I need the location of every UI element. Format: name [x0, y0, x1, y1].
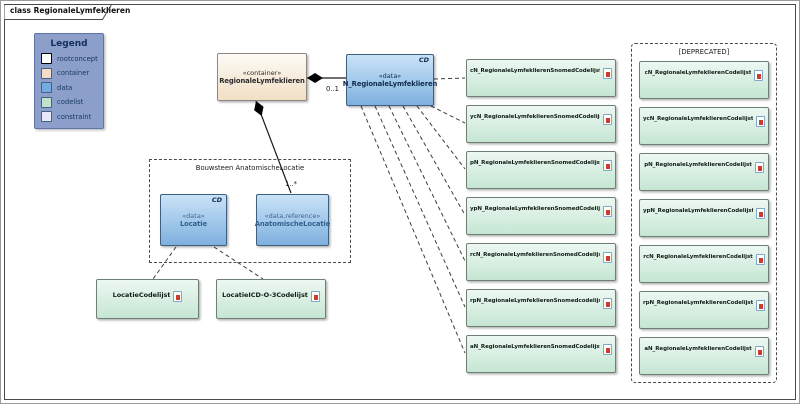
cd-tag: CD	[418, 56, 429, 64]
group-deprecated: [DEPRECATED]	[631, 43, 777, 383]
stereotype-label: «data»	[378, 72, 402, 80]
codelist-locatieicd-o-3codelijst[interactable]: LocatieICD-O-3Codelijst	[216, 279, 326, 319]
codelist-document-icon	[756, 116, 765, 127]
codelist-swatch	[41, 96, 52, 108]
codelist-ycn-deprecated[interactable]: ycN_RegionaleLymfeklierenCodelijst	[639, 107, 769, 145]
codelist-document-icon	[173, 291, 183, 302]
codelist-name: ypN_RegionaleLymfeklierenSnomedCodelijst	[470, 206, 600, 212]
codelist-name: cN_RegionaleLymfeklierenSnomedCodelijst	[470, 68, 600, 74]
legend-item-label: data	[57, 83, 73, 92]
codelist-rcn-deprecated[interactable]: rcN_RegionaleLymfeklierenCodelijst	[639, 245, 769, 283]
stereotype-label: «data,reference»	[264, 212, 321, 220]
codelist-cn-snomed[interactable]: cN_RegionaleLymfeklierenSnomedCodelijst	[466, 59, 616, 97]
node-locatie[interactable]: CD «data» Locatie	[160, 194, 227, 246]
codelist-document-icon	[603, 344, 612, 355]
codelist-name: cN_RegionaleLymfeklierenCodelijst	[644, 70, 752, 76]
codelist-name: ycN_RegionaleLymfeklierenCodelijst	[643, 116, 753, 122]
codelist-document-icon	[603, 68, 612, 79]
legend-item-label: codelist	[57, 98, 84, 106]
codelist-ypn-deprecated[interactable]: ypN_RegionaleLymfeklierenCodelijst	[639, 199, 769, 237]
codelist-rpn-snomed[interactable]: rpN_RegionaleLymfeklierenSnomedcodelijst	[466, 289, 616, 327]
codelist-document-icon	[754, 162, 764, 173]
stereotype-label: «data»	[182, 212, 205, 220]
legend-item-label: container	[57, 69, 90, 77]
codelist-document-icon	[754, 70, 764, 81]
codelist-name: rcN_RegionaleLymfeklierenCodelijst	[643, 254, 753, 260]
codelist-ycn-snomed[interactable]: ycN_RegionaleLymfeklierenSnomedCodelijst	[466, 105, 616, 143]
codelist-name: LocatieCodelijst	[112, 291, 171, 299]
legend-item-rootconcept: rootconcept	[41, 53, 103, 64]
rootconcept-swatch	[41, 53, 52, 64]
frame-title: class RegionaleLymfeklieren	[10, 6, 131, 15]
group-title: Bouwsteen AnatomischeLocatie	[195, 164, 305, 172]
codelist-document-icon	[603, 114, 612, 125]
node-anatomischelocatie[interactable]: «data,reference» AnatomischeLocatie	[254, 194, 331, 246]
cd-tag: CD	[211, 196, 222, 204]
legend-item-data: data	[41, 82, 103, 93]
codelist-an-deprecated[interactable]: aN_RegionaleLymfeklierenCodelijst	[639, 337, 769, 375]
codelist-name: aN_RegionaleLymfeklierenCodelijst	[644, 346, 752, 352]
codelist-pn-snomed[interactable]: pN_RegionaleLymfeklierenSnomedCodelijst	[466, 151, 616, 189]
constraint-swatch	[41, 111, 52, 122]
codelist-name: pN_RegionaleLymfeklierenSnomedCodelijst	[470, 160, 600, 166]
codelist-document-icon	[603, 206, 612, 217]
group-title: [DEPRECATED]	[678, 48, 730, 56]
legend-item-constraint: constraint	[41, 111, 103, 122]
codelist-document-icon	[310, 291, 320, 302]
node-regionalelymfeklieren-container[interactable]: «container» RegionaleLymfeklieren	[217, 53, 307, 101]
multiplicity-label-anatomische: 1..*	[285, 180, 298, 188]
legend-item-label: rootconcept	[57, 54, 98, 63]
codelist-document-icon	[603, 252, 612, 263]
legend: Legend rootconcept container data codeli…	[34, 33, 104, 129]
codelist-document-icon	[756, 300, 765, 311]
node-name: Locatie	[179, 220, 208, 228]
codelist-an-snomed[interactable]: aN_RegionaleLymfeklierenSnomedCodelijst	[466, 335, 616, 373]
codelist-locatiecodelijst[interactable]: LocatieCodelijst	[96, 279, 199, 319]
codelist-name: LocatieICD-O-3Codelijst	[222, 291, 308, 299]
codelist-name: ycN_RegionaleLymfeklierenSnomedCodelijst	[470, 114, 600, 120]
node-name: N_RegionaleLymfeklieren	[342, 80, 438, 88]
legend-item-label: constraint	[57, 112, 92, 121]
codelist-document-icon	[756, 208, 765, 219]
codelist-document-icon	[603, 160, 612, 171]
diagram-frame	[4, 4, 796, 400]
codelist-cn-deprecated[interactable]: cN_RegionaleLymfeklierenCodelijst	[639, 61, 769, 99]
codelist-name: rpN_RegionaleLymfeklierenCodelijst	[643, 300, 753, 306]
codelist-name: aN_RegionaleLymfeklierenSnomedCodelijst	[470, 344, 600, 350]
codelist-document-icon	[754, 346, 764, 357]
legend-title: Legend	[50, 39, 88, 49]
multiplicity-label-n: 0..1	[326, 85, 339, 93]
codelist-document-icon	[603, 298, 612, 309]
codelist-ypn-snomed[interactable]: ypN_RegionaleLymfeklierenSnomedCodelijst	[466, 197, 616, 235]
container-swatch	[41, 67, 52, 79]
codelist-name: rpN_RegionaleLymfeklierenSnomedcodelijst	[470, 298, 600, 304]
codelist-rcn-snomed[interactable]: rcN_RegionaleLymfeklierenSnomedCodelijst	[466, 243, 616, 281]
codelist-pn-deprecated[interactable]: pN_RegionaleLymfeklierenCodelijst	[639, 153, 769, 191]
codelist-rpn-deprecated[interactable]: rpN_RegionaleLymfeklierenCodelijst	[639, 291, 769, 329]
data-swatch	[41, 82, 52, 93]
legend-item-container: container	[41, 67, 103, 79]
codelist-document-icon	[755, 254, 765, 265]
node-name: AnatomischeLocatie	[254, 220, 331, 228]
stereotype-label: «container»	[242, 69, 282, 77]
codelist-name: rcN_RegionaleLymfeklierenSnomedCodelijst	[470, 252, 600, 258]
codelist-name: pN_RegionaleLymfeklierenCodelijst	[644, 162, 752, 168]
node-n-regionalelymfeklieren[interactable]: CD «data» N_RegionaleLymfeklieren	[342, 54, 438, 106]
legend-item-codelist: codelist	[41, 96, 103, 108]
node-name: RegionaleLymfeklieren	[219, 77, 305, 85]
codelist-name: ypN_RegionaleLymfeklierenCodelijst	[643, 208, 753, 214]
